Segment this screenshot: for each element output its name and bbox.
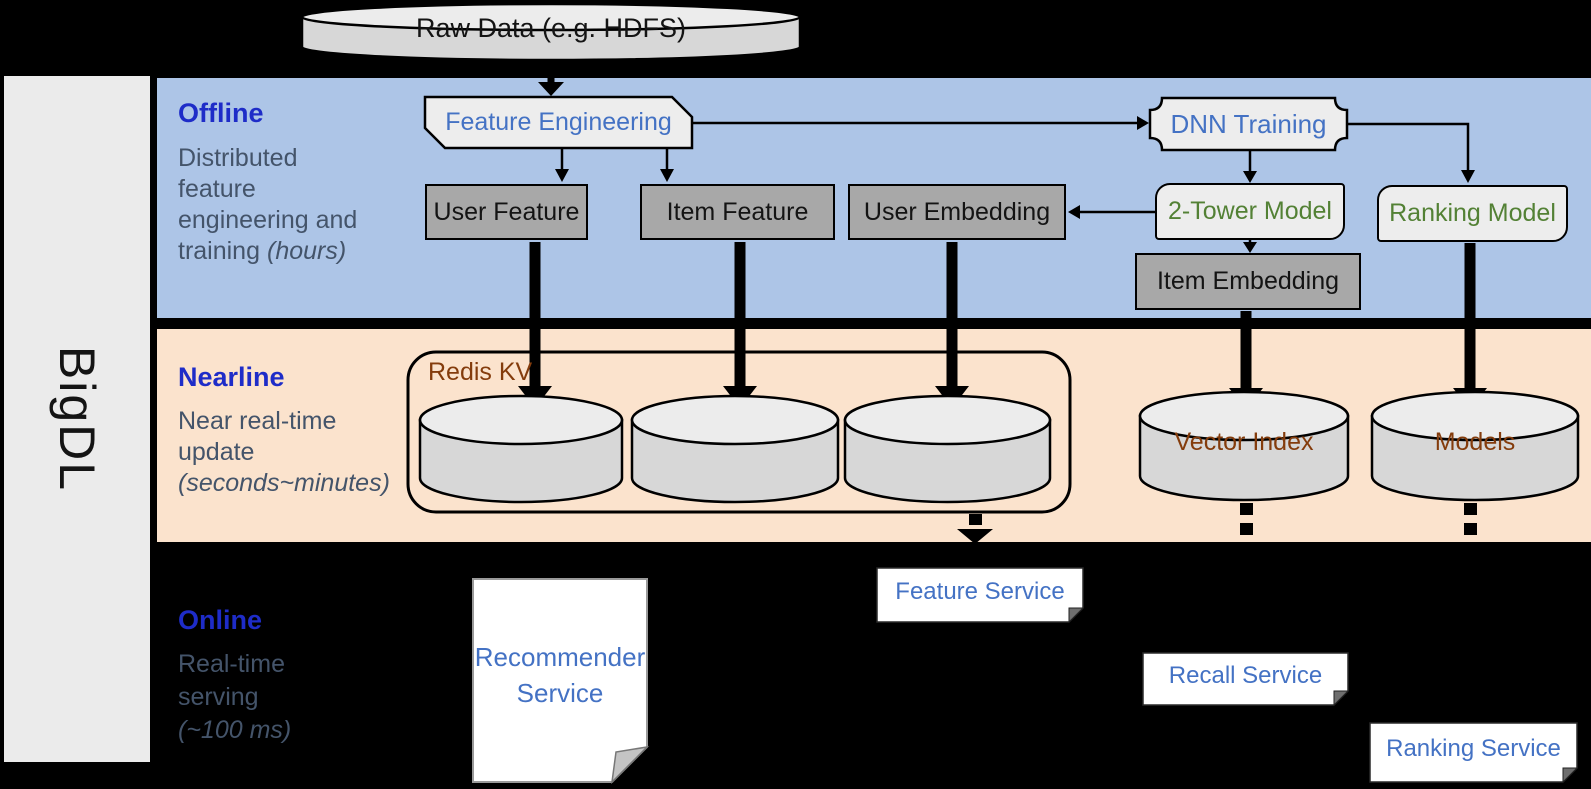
feature-engineering-label: Feature Engineering <box>445 108 672 136</box>
nearline-band-title: Nearline <box>178 362 285 392</box>
online-band-description: Real-time serving (~100 ms) <box>178 650 292 744</box>
item-embedding-label: Item Embedding <box>1156 267 1340 295</box>
two-tower-model-label: 2-Tower Model <box>1168 197 1332 225</box>
item-embedding-box: Item Embedding <box>1135 253 1361 310</box>
user-embedding-label: User Embedding <box>863 197 1051 226</box>
redis-kv-label: Redis KV <box>428 358 533 386</box>
ranking-model-label: Ranking Model <box>1389 199 1556 227</box>
offline-band-title: Offline <box>178 98 264 128</box>
offline-band-description: Distributed feature engineering and trai… <box>178 144 358 265</box>
recall-service-label: Recall Service <box>1168 662 1323 689</box>
two-tower-model-box: 2-Tower Model <box>1155 183 1345 240</box>
recommender-service-label: Recommender Service <box>474 642 646 708</box>
models-label: Models <box>1434 427 1516 456</box>
raw-data-label: Raw Data (e.g. HDFS) <box>415 12 687 43</box>
vector-index-label: Vector Index <box>1174 427 1314 456</box>
ranking-service-label: Ranking Service <box>1386 735 1561 762</box>
item-feature-box: Item Feature <box>640 184 835 240</box>
user-feature-box: User Feature <box>425 184 588 240</box>
dnn-training-label: DNN Training <box>1170 108 1327 139</box>
bigdl-logo-text: BigDL <box>49 345 105 493</box>
user-feature-label: User Feature <box>433 197 580 226</box>
nearline-band-description: Near real-time update (seconds~minutes) <box>178 407 390 497</box>
online-band-title: Online <box>178 605 263 635</box>
user-embedding-box: User Embedding <box>848 184 1066 240</box>
feature-service-label: Feature Service <box>895 578 1065 605</box>
bigdl-sidebar: BigDL <box>4 76 150 762</box>
ranking-model-box: Ranking Model <box>1377 185 1568 242</box>
item-feature-label: Item Feature <box>666 197 809 226</box>
